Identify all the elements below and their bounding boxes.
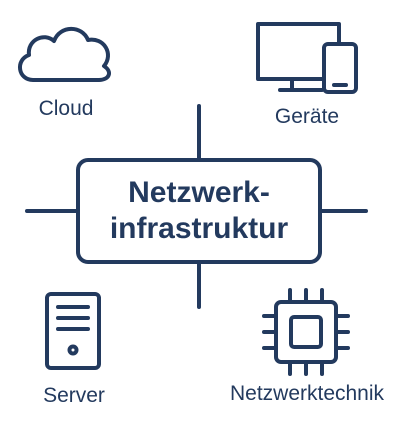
center-title-line-2: infrastruktur (109, 212, 289, 245)
cloud-label: Cloud (38, 97, 94, 120)
devices-icon (256, 22, 358, 94)
devices-label: Geräte (274, 105, 340, 128)
server-label: Server (43, 384, 105, 407)
chip-icon (262, 288, 350, 376)
server-icon (45, 292, 101, 370)
network-tech-label: Netzwerktechnik (229, 382, 385, 405)
center-title: Netzwerk- infrastruktur (78, 160, 320, 262)
center-box (76, 158, 322, 264)
center-title-line-1: Netzwerk- (128, 176, 270, 209)
cloud-icon (18, 26, 111, 82)
connector-lines (25, 104, 368, 309)
